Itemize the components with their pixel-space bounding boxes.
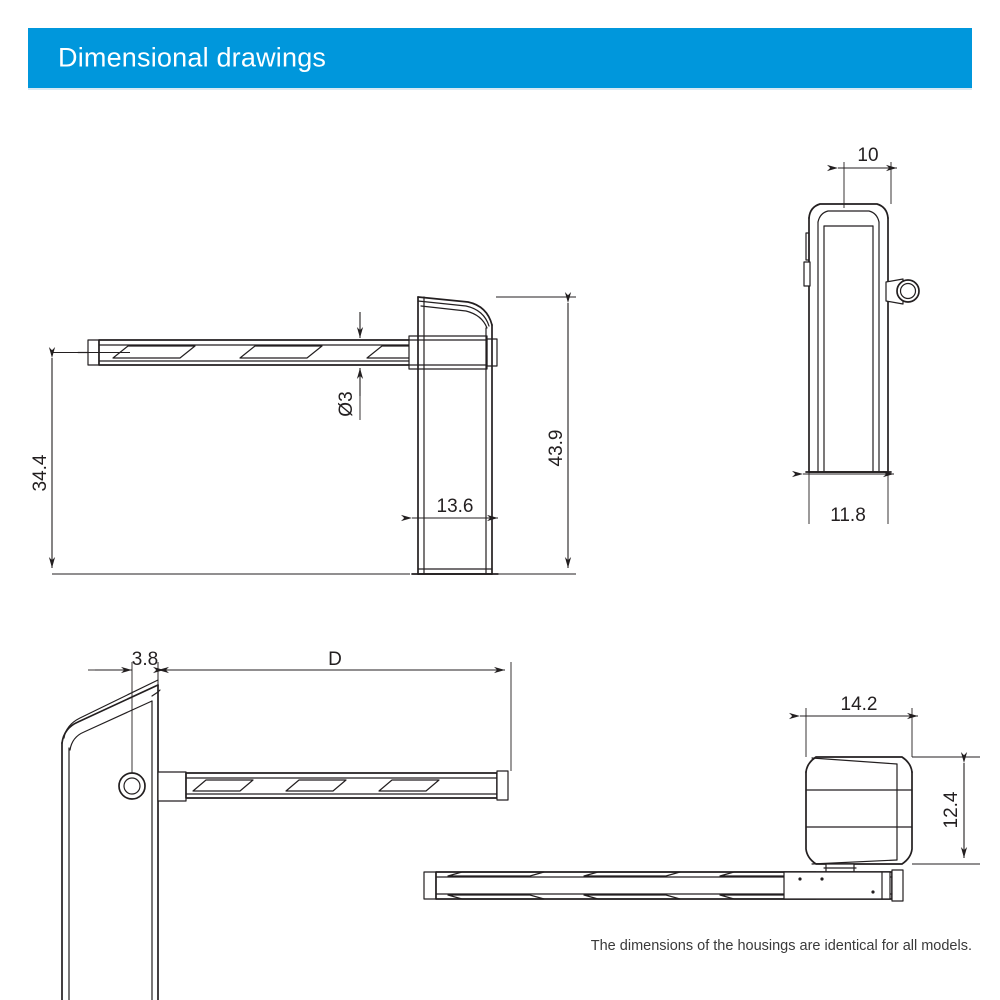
dim-label-13-6: 13.6: [437, 496, 474, 517]
dim-label-11-8: 11.8: [830, 505, 866, 526]
housing-height-dimension: 43.9: [496, 292, 576, 575]
pivot-offset-dimension: 3.8: [88, 649, 195, 773]
dim-label-10: 10: [857, 145, 878, 166]
arm-diameter-dimension: Ø3: [336, 312, 364, 420]
dim-label-3-8: 3.8: [132, 649, 158, 670]
arm-root-block: [157, 771, 187, 802]
view-front-housing: 10 11.8: [792, 145, 920, 526]
housing-depth-dimension: 13.6: [401, 496, 498, 574]
arm-pivot-boss: [885, 278, 920, 305]
view-top-housing: 14.2 12.4: [423, 694, 980, 902]
housing-top-depth-dimension: 14.2: [789, 694, 918, 757]
barrier-arm-top-view: [423, 869, 904, 902]
dim-label-43-9: 43.9: [546, 430, 567, 467]
housing-front-body: [803, 203, 892, 473]
housing-top-block: [805, 756, 913, 865]
arm-pivot-ring: [118, 772, 146, 800]
header-underline: [28, 88, 972, 90]
dim-label-diameter-3: Ø3: [336, 391, 357, 416]
barrier-arm-extended: [185, 770, 509, 801]
housing-column-extended: [61, 679, 161, 1000]
housing-top-width2-dimension: 12.4: [912, 752, 980, 865]
housing-base-width-dimension: 11.8: [792, 470, 894, 526]
dim-label-D: D: [328, 649, 342, 670]
dim-label-12-4: 12.4: [941, 791, 962, 828]
technical-drawing-canvas: .ol { fill:none; stroke:#231f20; stroke-…: [0, 100, 1000, 1000]
page-title: Dimensional drawings: [58, 42, 327, 73]
dim-label-34-4: 34.4: [30, 454, 51, 491]
page-header-bar: Dimensional drawings: [28, 28, 972, 88]
dim-label-14-2: 14.2: [841, 694, 878, 715]
housing-top-width-dimension: 10: [827, 145, 897, 208]
view-side-arm-extended: 3.8 D: [61, 649, 512, 1000]
view-side-arm-raised: 34.4 Ø3 43.9: [30, 292, 576, 575]
arm-length-dimension: D: [153, 649, 512, 771]
arm-height-dimension: 34.4: [30, 347, 410, 575]
footnote-text: The dimensions of the housings are ident…: [590, 938, 972, 954]
arm-mounting-bracket: [408, 335, 488, 370]
